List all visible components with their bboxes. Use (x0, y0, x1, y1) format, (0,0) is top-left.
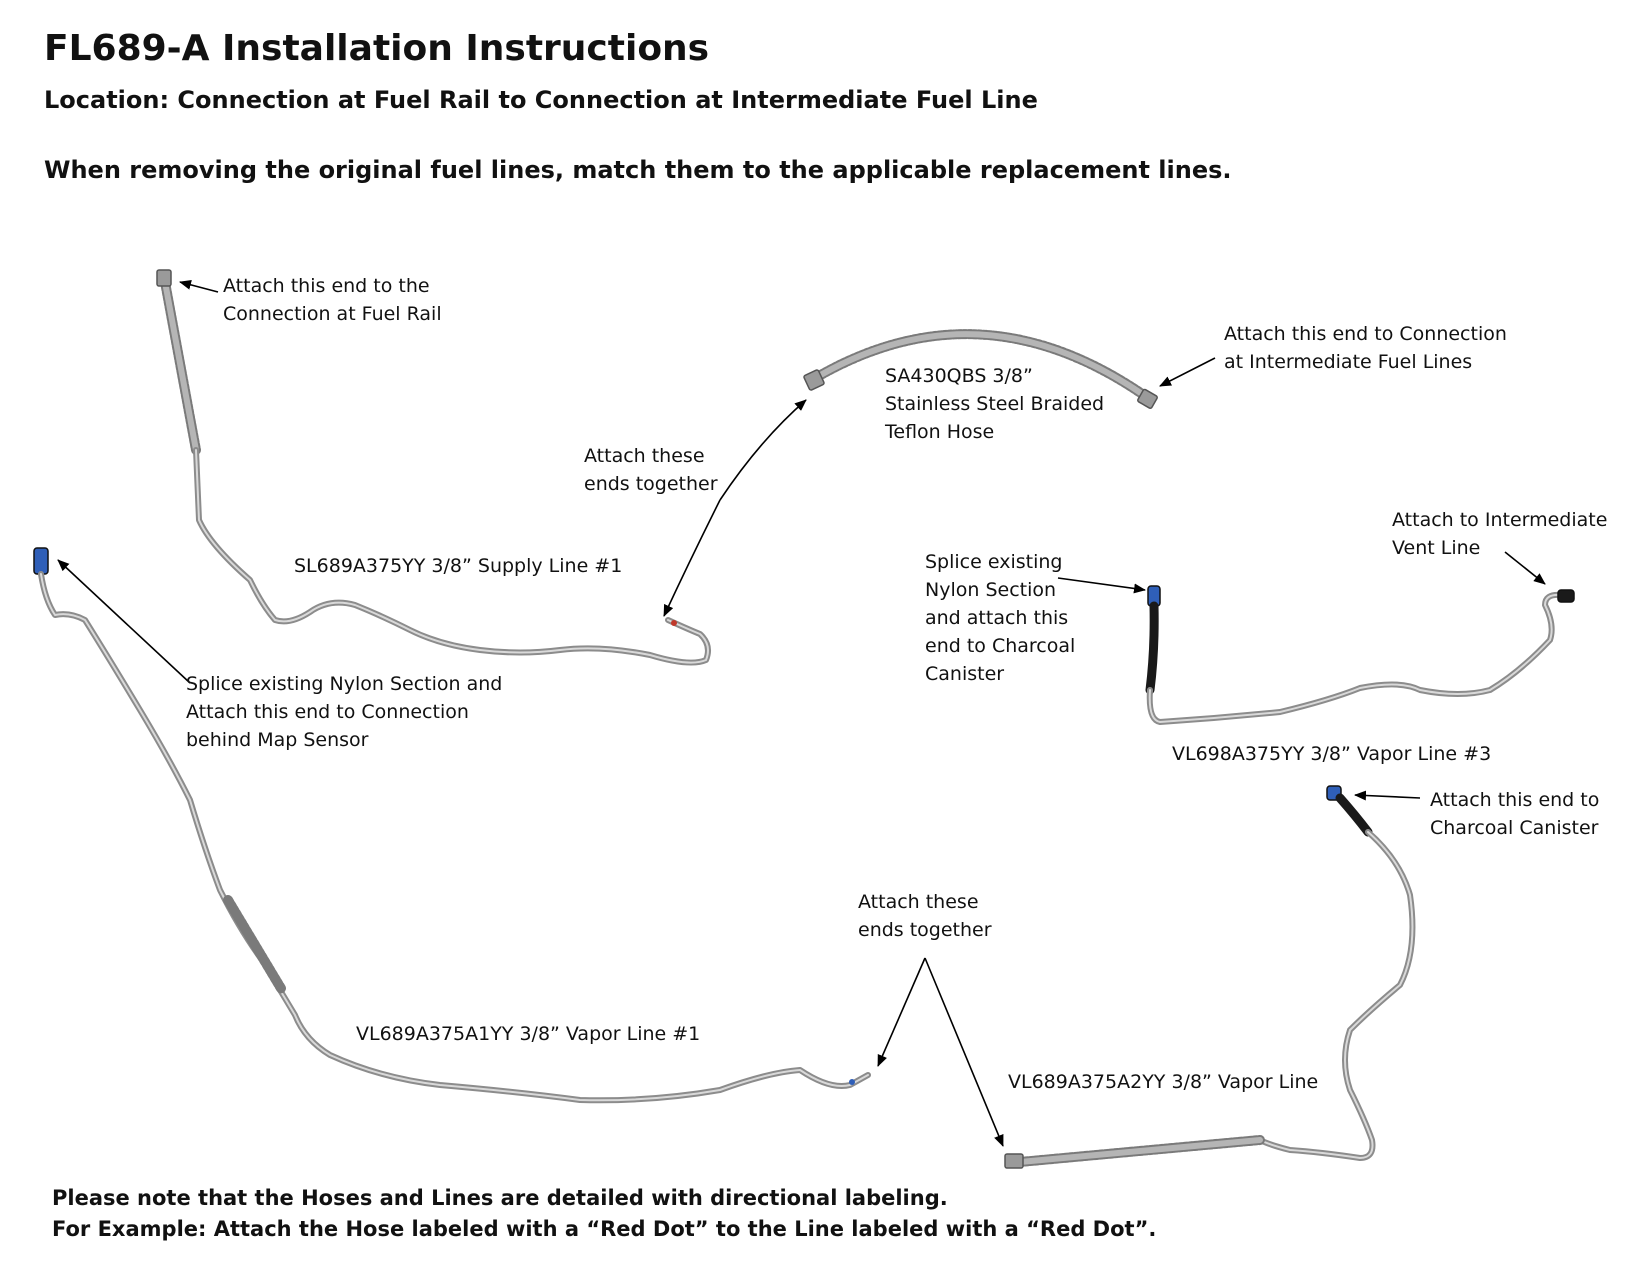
vapor-line-3 (1145, 585, 1575, 725)
red-dot-marker (671, 620, 677, 626)
page-title: FL689-A Installation Instructions (44, 28, 710, 69)
vapor-line-1 (33, 547, 871, 1104)
footer-note-1: Please note that the Hoses and Lines are… (52, 1186, 948, 1210)
supply-line-1 (156, 269, 711, 666)
footer-note-2: For Example: Attach the Hose labeled wit… (52, 1217, 1157, 1241)
instruction-text: When removing the original fuel lines, m… (44, 156, 1232, 184)
label-vapor-line-a2: VL689A375A2YY 3/8” Vapor Line (1008, 1071, 1319, 1093)
fuel-rail-fitting (156, 269, 172, 287)
label-supply-line: SL689A375YY 3/8” Supply Line #1 (294, 555, 623, 577)
vapor-line-a2 (1004, 785, 1416, 1169)
braided-hose-sa430 (803, 329, 1158, 409)
location-subtitle: Location: Connection at Fuel Rail to Con… (44, 86, 1038, 114)
label-vapor-line-3: VL698A375YY 3/8” Vapor Line #3 (1172, 743, 1492, 765)
label-vapor-line-1: VL689A375A1YY 3/8” Vapor Line #1 (356, 1023, 701, 1045)
callout-arrows (57, 279, 1546, 1147)
blue-connector (33, 547, 49, 575)
